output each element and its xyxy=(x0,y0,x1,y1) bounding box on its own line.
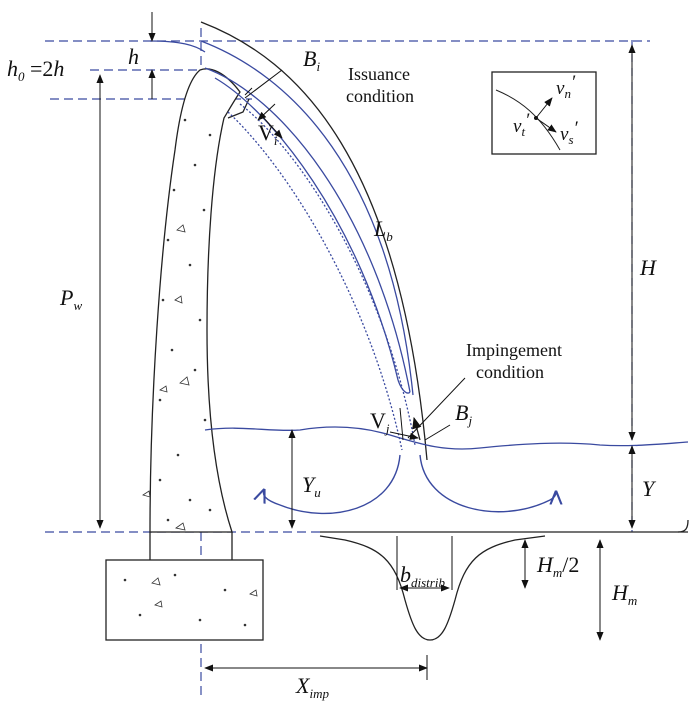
falling-jet xyxy=(200,21,428,461)
dimension-lines xyxy=(96,12,636,680)
label-Pw: Pw xyxy=(59,285,82,313)
label-Vi: Vi xyxy=(258,120,278,148)
label-Lb: Lb xyxy=(373,216,393,244)
impingement-leader-line xyxy=(407,377,466,439)
vs-vector xyxy=(535,117,557,133)
Bj-leader xyxy=(424,424,451,441)
label-Y: Y xyxy=(642,476,657,501)
impingement-label-line2: condition xyxy=(476,362,544,382)
label-Vj: Vj xyxy=(370,408,390,436)
impingement-label-line1: Impingement xyxy=(466,340,562,360)
label-Hm: Hm xyxy=(611,580,637,608)
label-Ximp: Ximp xyxy=(295,673,329,701)
dam-body xyxy=(149,68,241,533)
concrete-texture xyxy=(123,118,258,627)
inset-label-vt: vt′ xyxy=(513,110,530,139)
label-H: H xyxy=(639,255,657,280)
scour-hole-profile xyxy=(319,535,546,641)
Bj-tick xyxy=(399,407,404,441)
text-labels: h0 =2h h Bi Vi Lb H Pw Vj Bj Yu Y bdistr… xyxy=(7,44,657,701)
dam-footing xyxy=(105,559,264,641)
inset-origin xyxy=(534,116,538,120)
Bi-tick xyxy=(244,87,253,96)
jet-lower-dotted-2 xyxy=(227,111,403,451)
Vj-arrow xyxy=(389,431,419,440)
Vi-arrow xyxy=(261,115,283,139)
inset-streamline xyxy=(495,89,561,151)
jet-core-lower xyxy=(214,77,399,381)
jet-outer-envelope xyxy=(200,21,428,461)
dam-stem xyxy=(149,532,233,560)
label-Yu: Yu xyxy=(302,472,321,500)
pool-bed xyxy=(319,519,689,641)
lip-detail xyxy=(227,98,250,119)
approach-flow-surface xyxy=(149,40,206,53)
inset-label-vs: vs′ xyxy=(560,118,579,147)
label-h0: h0 =2h xyxy=(7,56,64,84)
inset-label-vn: vn′ xyxy=(556,72,576,101)
right-recirculation-arrow xyxy=(419,454,556,513)
label-h: h xyxy=(128,44,139,69)
Bi-leader xyxy=(257,103,276,121)
jet-upper-surface xyxy=(200,40,414,396)
dam-structure xyxy=(105,68,264,641)
label-Bj: Bj xyxy=(455,400,472,428)
bed-end xyxy=(677,519,689,533)
tailwater-surface xyxy=(204,426,689,450)
issuance-label-line1: Issuance xyxy=(348,64,410,84)
jet-core-upper xyxy=(204,67,411,393)
label-Hm-half: Hm/2 xyxy=(536,552,579,580)
label-bdistrib: bdistrib xyxy=(400,562,445,590)
vn-vector xyxy=(535,97,553,119)
issuance-label-line2: condition xyxy=(346,86,414,106)
issuance-leader-line xyxy=(244,69,283,99)
jet-lower-dotted-1 xyxy=(239,103,416,446)
jet-core-tip xyxy=(397,379,411,394)
inset-frame xyxy=(491,71,597,155)
left-recirculation-arrow xyxy=(263,454,401,515)
label-Bi: Bi xyxy=(303,46,320,74)
velocity-inset xyxy=(491,71,597,155)
pool-circulation xyxy=(263,454,556,515)
